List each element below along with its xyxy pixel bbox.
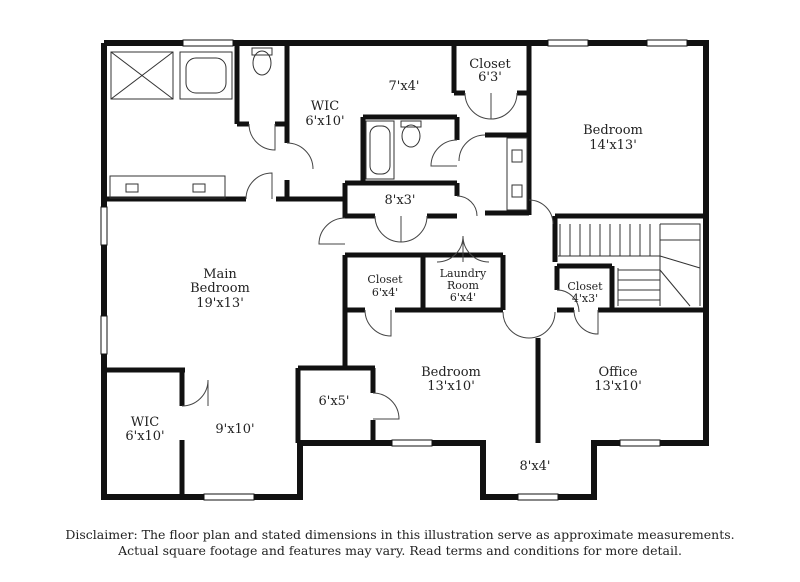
wic-top-dim: 6'x10' xyxy=(305,114,344,129)
room-labels: Closet 6'3' 7'x4' WIC 6'x10' Bedroom 14'… xyxy=(125,57,643,474)
closet-6x5-dim: 6'x5' xyxy=(318,394,349,409)
wic-bottom-dim: 6'x10' xyxy=(125,429,164,444)
bedroom-mid-dim: 13'x10' xyxy=(427,379,475,394)
bathtub-2-icon xyxy=(365,120,395,180)
bedroom-top-right-name: Bedroom xyxy=(583,123,643,138)
laundry-dim: 6'x4' xyxy=(450,291,476,304)
closet-right-dim: 4'x3' xyxy=(572,292,598,305)
vanity-icon xyxy=(109,175,226,199)
nook-8x4-dim: 8'x4' xyxy=(519,459,550,474)
main-bedroom-dim: 19'x13' xyxy=(196,296,244,311)
main-bedroom-name-line2: Bedroom xyxy=(190,281,250,296)
bathtub-icon xyxy=(179,51,233,100)
bath-fixtures xyxy=(109,47,528,211)
door-swings xyxy=(181,92,599,420)
office-dim: 13'x10' xyxy=(594,379,642,394)
hall-7x4-dim: 7'x4' xyxy=(388,79,419,94)
bedroom-top-right-dim: 14'x13' xyxy=(589,138,637,153)
staircase xyxy=(558,223,701,307)
vanity-2-icon xyxy=(506,137,528,211)
room-9x10-dim: 9'x10' xyxy=(215,422,254,437)
laundry-name-line2: Room xyxy=(447,279,480,292)
main-bedroom-name-line1: Main xyxy=(203,267,237,282)
closet-top-name: Closet xyxy=(469,57,511,72)
exterior-walls xyxy=(101,40,709,500)
office-name: Office xyxy=(598,365,637,380)
closet-mid-dim: 6'x4' xyxy=(372,286,398,299)
interior-walls xyxy=(104,43,706,497)
laundry-name-line1: Laundry xyxy=(440,267,487,280)
closet-top-dim: 6'3' xyxy=(478,70,502,85)
wic-bottom-name: WIC xyxy=(131,415,159,430)
toilet-icon xyxy=(252,50,272,76)
closet-mid-name: Closet xyxy=(367,273,403,286)
disclaimer-line-2: Actual square footage and features may v… xyxy=(118,543,682,558)
wic-top-name: WIC xyxy=(311,99,339,114)
hall-8x3-dim: 8'x3' xyxy=(384,193,415,208)
windows xyxy=(100,39,688,501)
shower-icon xyxy=(110,51,174,100)
disclaimer-line-1: Disclaimer: The floor plan and stated di… xyxy=(65,527,735,542)
bedroom-mid-name: Bedroom xyxy=(421,365,481,380)
toilet-2-icon xyxy=(401,124,421,148)
closet-right-name: Closet xyxy=(567,280,603,293)
